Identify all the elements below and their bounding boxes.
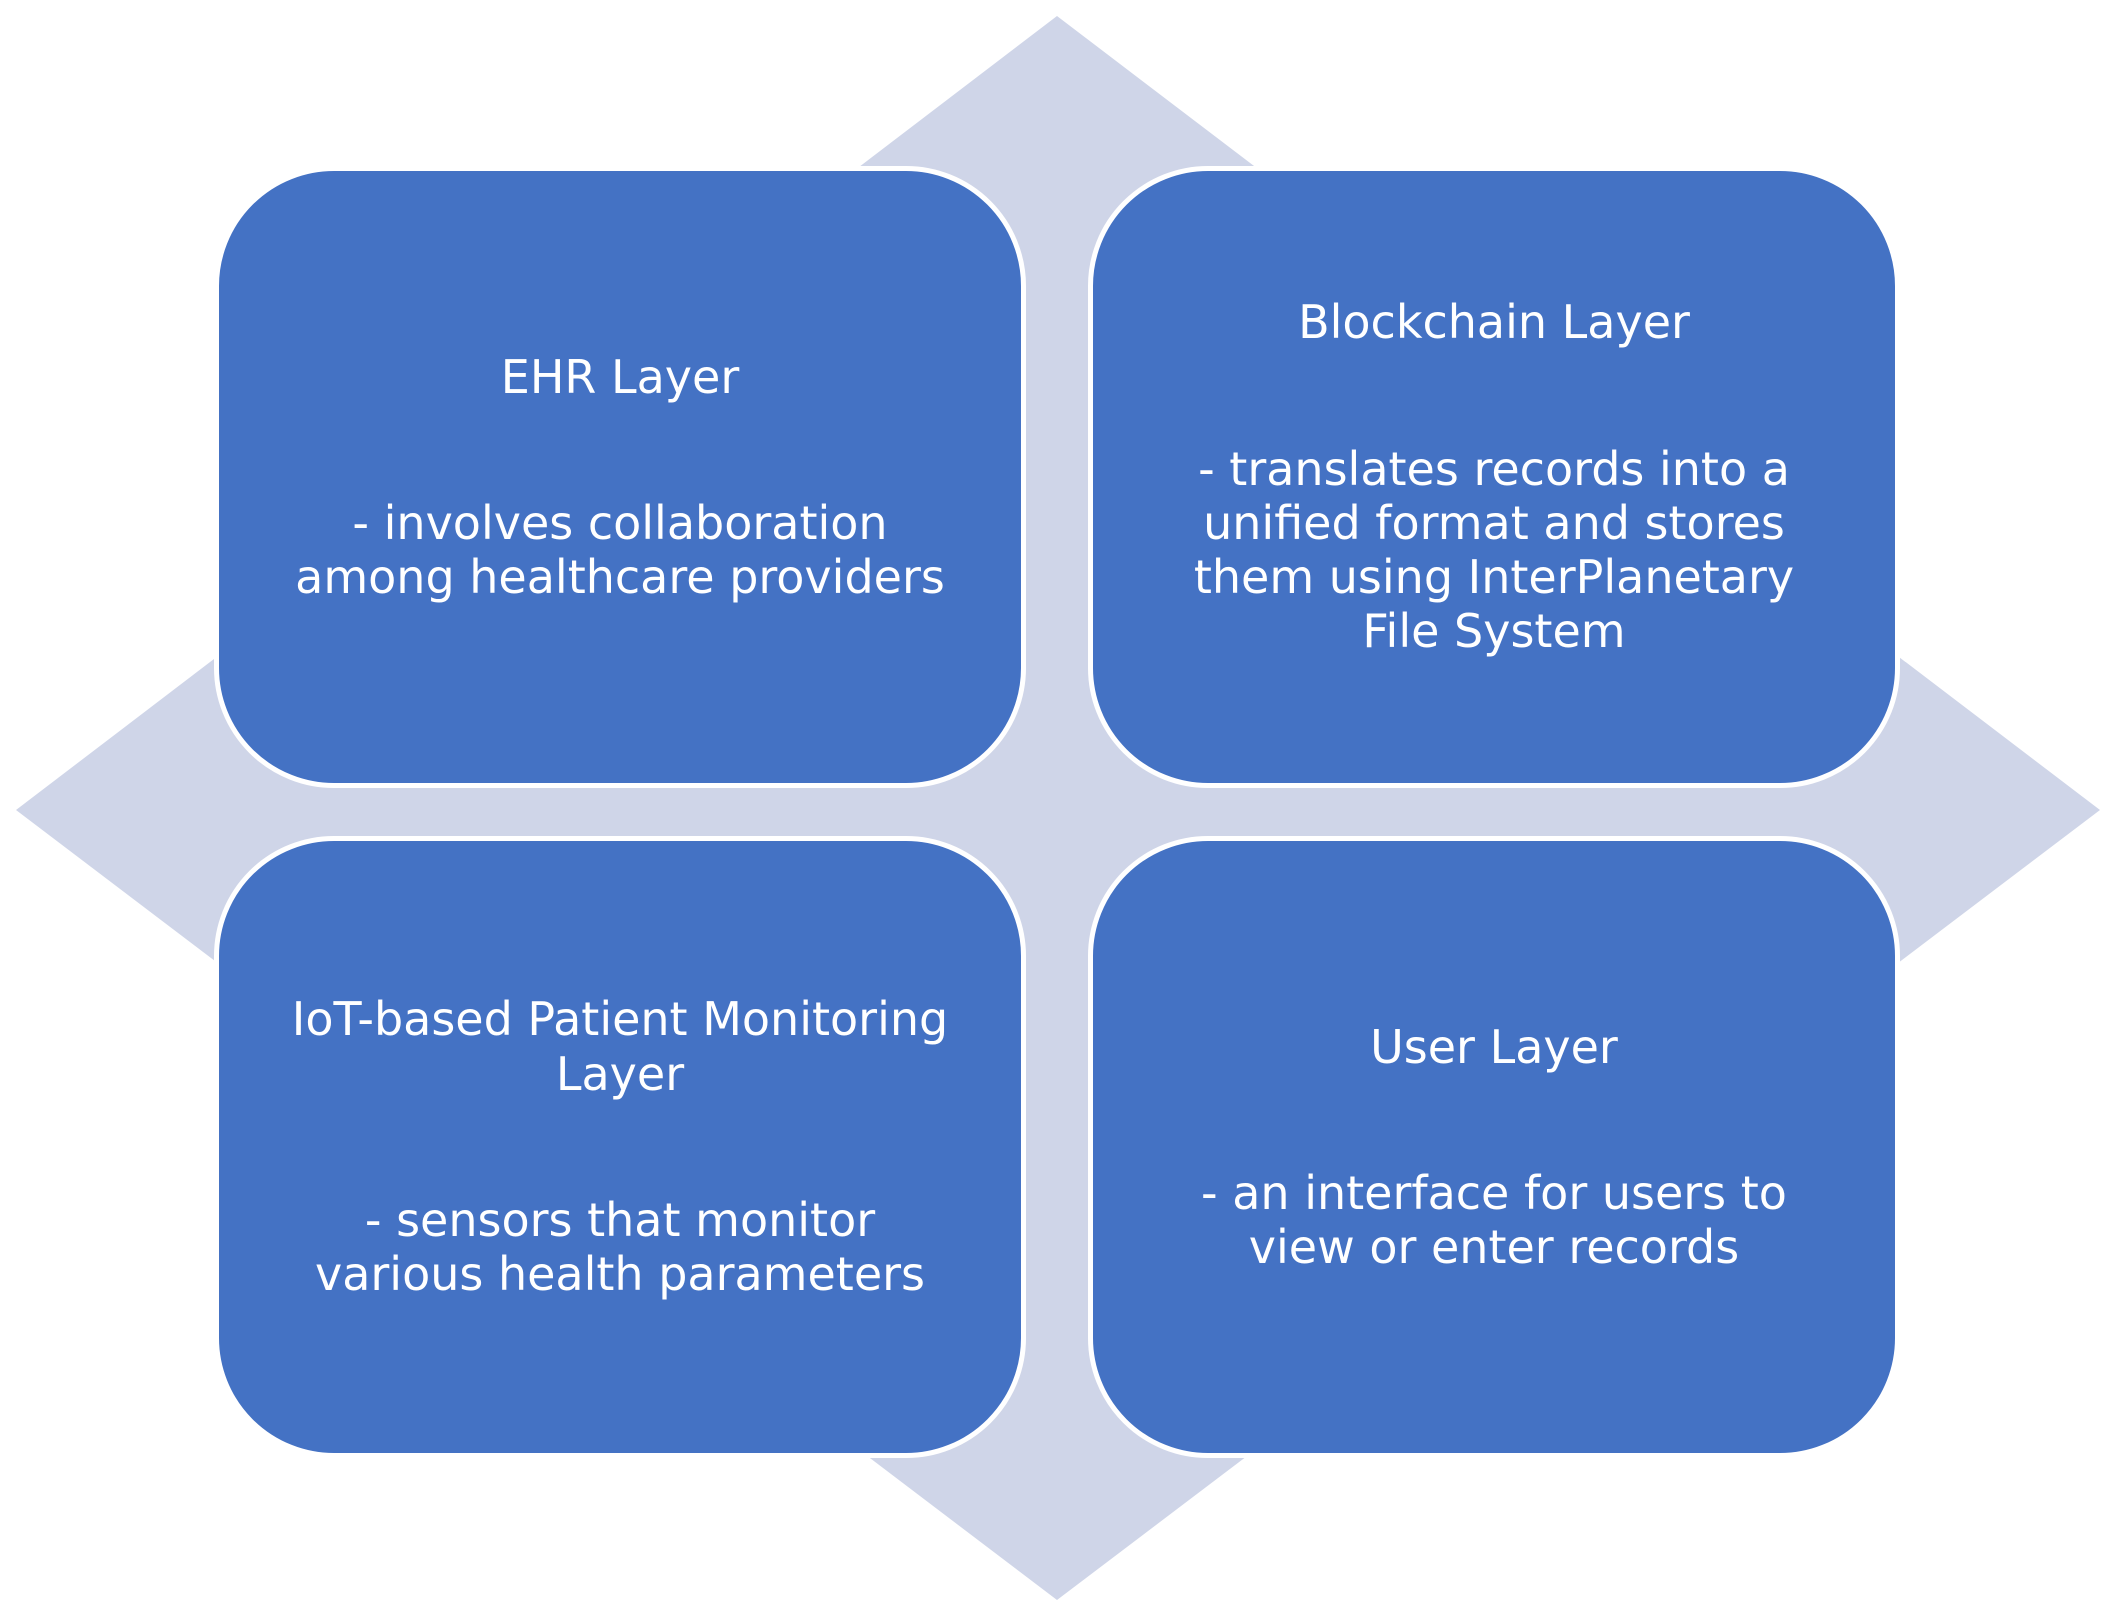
blockchain-layer-title: Blockchain Layer bbox=[1298, 295, 1690, 350]
user-layer-title: User Layer bbox=[1370, 1019, 1618, 1074]
iot-layer-title: IoT-based Patient Monitoring Layer bbox=[291, 992, 949, 1101]
blockchain-layer-description: - translates records into a unified form… bbox=[1193, 441, 1795, 659]
iot-layer-box: IoT-based Patient Monitoring Layer - sen… bbox=[214, 836, 1026, 1458]
ehr-layer-description: - involves collaboration among healthcar… bbox=[295, 495, 945, 605]
user-layer-box: User Layer - an interface for users to v… bbox=[1088, 836, 1900, 1458]
blockchain-layer-box: Blockchain Layer - translates records in… bbox=[1088, 166, 1900, 788]
user-layer-description: - an interface for users to view or ente… bbox=[1201, 1165, 1787, 1275]
iot-layer-description: - sensors that monitor various health pa… bbox=[314, 1193, 926, 1302]
ehr-layer-box: EHR Layer - involves collaboration among… bbox=[214, 166, 1026, 788]
ehr-layer-title: EHR Layer bbox=[500, 349, 740, 404]
